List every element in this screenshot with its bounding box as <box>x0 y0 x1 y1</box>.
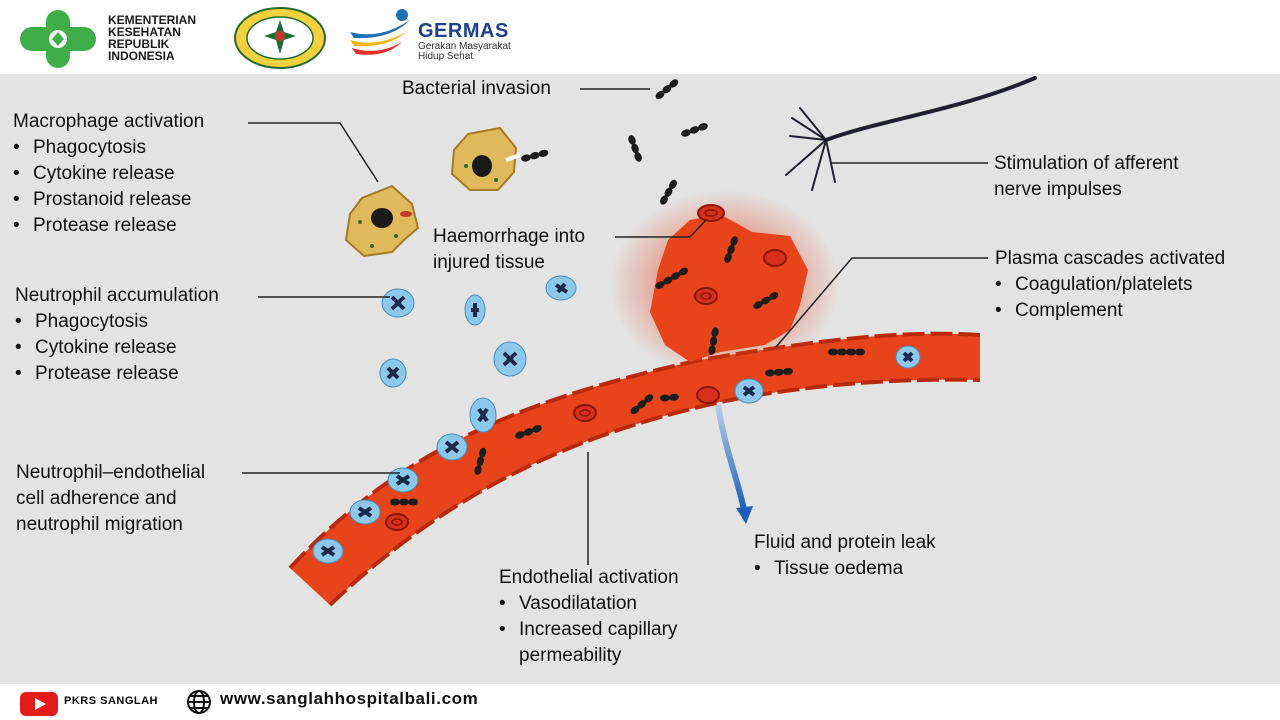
plasma-title: Plasma cascades activated <box>995 248 1226 269</box>
list-item: Complement <box>995 298 1225 324</box>
germas-subtitle: Gerakan Masyarakat Hidup Sehat <box>418 41 511 62</box>
list-item: Increased capillary <box>499 617 679 643</box>
list-item: Prostanoid release <box>13 187 204 213</box>
list-item: Phagocytosis <box>13 135 204 161</box>
afferent-nerve <box>785 76 1037 191</box>
label-plasma-cascades: Plasma cascades activated Coagulation/pl… <box>995 246 1225 324</box>
macrophage-cell <box>344 184 420 258</box>
fluid-list: Tissue oedema <box>754 556 936 582</box>
list-item: Protease release <box>15 361 219 387</box>
list-item: Cytokine release <box>15 335 219 361</box>
plasma-list: Coagulation/platelets Complement <box>995 272 1225 324</box>
endothelial-continuation: permeability <box>519 645 622 666</box>
list-item: Vasodilatation <box>499 591 679 617</box>
bacteria <box>390 79 865 506</box>
macrophage-cell <box>450 126 521 191</box>
neutrophil-title: Neutrophil accumulation <box>15 285 219 306</box>
label-macrophage-activation: Macrophage activation Phagocytosis Cytok… <box>13 109 204 239</box>
fluid-title: Fluid and protein leak <box>754 532 936 553</box>
list-item: Phagocytosis <box>15 309 219 335</box>
list-item: Coagulation/platelets <box>995 272 1225 298</box>
leader-lines <box>242 88 988 565</box>
youtube-icon[interactable] <box>20 692 58 716</box>
channel-name[interactable]: PKRS SANGLAH <box>64 695 159 707</box>
footer-bar <box>0 684 1280 720</box>
list-item: Protease release <box>13 213 204 239</box>
label-bacterial-invasion: Bacterial invasion <box>402 78 551 99</box>
list-item: Tissue oedema <box>754 556 936 582</box>
label-fluid-leak: Fluid and protein leak Tissue oedema <box>754 530 936 582</box>
label-adherence-migration: Neutrophil–endothelial cell adherence an… <box>16 462 206 535</box>
header-bar: KEMENTERIAN KESEHATAN REPUBLIK INDONESIA… <box>0 0 1280 74</box>
label-neutrophil-accumulation: Neutrophil accumulation Phagocytosis Cyt… <box>15 283 219 387</box>
endothelial-list: Vasodilatation Increased capillary <box>499 591 679 643</box>
red-blood-cells <box>385 204 787 531</box>
ministry-name: KEMENTERIAN KESEHATAN REPUBLIK INDONESIA <box>108 13 197 63</box>
fluid-leak-arrow <box>715 404 753 524</box>
macrophage-list: Phagocytosis Cytokine release Prostanoid… <box>13 135 204 239</box>
label-endothelial-activation: Endothelial activation Vasodilatation In… <box>499 565 679 669</box>
neutrophil-list: Phagocytosis Cytokine release Protease r… <box>15 309 219 387</box>
list-item: Cytokine release <box>13 161 204 187</box>
germas-title: GERMAS <box>418 20 509 42</box>
kemenkes-logo-icon <box>20 10 96 68</box>
endothelial-title: Endothelial activation <box>499 567 679 588</box>
neutrophils <box>312 275 921 564</box>
label-haemorrhage: Haemorrhage into injured tissue <box>433 226 586 273</box>
germas-logo-icon <box>350 9 410 55</box>
haemorrhage-area <box>610 190 840 380</box>
website-link[interactable]: www.sanglahhospitalbali.com <box>220 689 479 708</box>
macrophage-title: Macrophage activation <box>13 111 205 132</box>
hospital-seal-icon <box>234 7 326 69</box>
globe-icon <box>187 690 211 714</box>
label-nerve-stimulation: Stimulation of afferent nerve impulses <box>994 153 1179 200</box>
